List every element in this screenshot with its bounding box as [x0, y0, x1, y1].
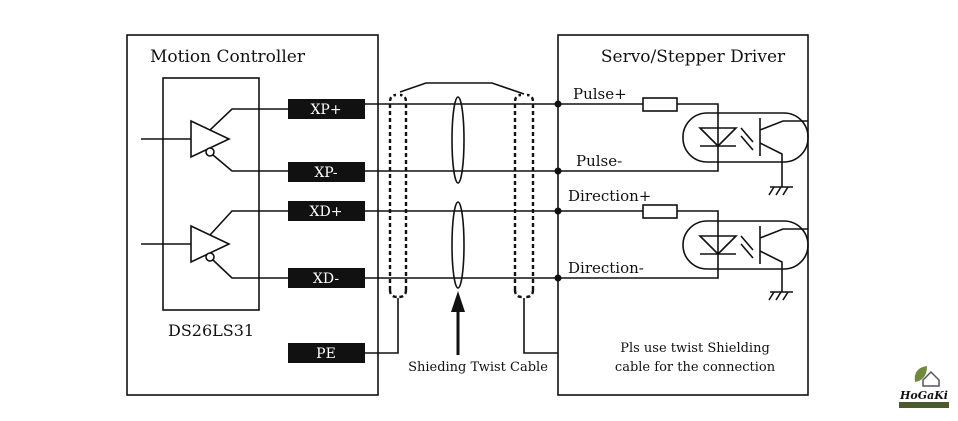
pin-xp-minus	[288, 162, 365, 182]
twist-marker-2	[451, 201, 465, 289]
pin-xd-plus	[288, 201, 365, 221]
pin-pe	[288, 343, 365, 363]
driver-box	[557, 34, 809, 396]
svg-text:XD+: XD+	[310, 204, 343, 220]
line-driver-1	[141, 108, 288, 172]
optocoupler-1	[558, 97, 809, 196]
svg-text:XP+: XP+	[310, 102, 341, 118]
line-driver-2	[141, 210, 288, 279]
motion-controller-box	[126, 34, 379, 396]
resistor-icon	[642, 204, 678, 219]
pin-xp-plus	[288, 99, 365, 119]
arrow-up-icon	[451, 291, 465, 312]
pe-drain-wire	[365, 298, 399, 354]
svg-text:XD-: XD-	[313, 271, 339, 287]
cable-label: Shieding Twist Cable	[408, 360, 548, 375]
driver-note-line2: cable for the connection	[615, 360, 776, 375]
svg-text:HoGaKi: HoGaKi	[899, 389, 948, 402]
signal-pulse-plus: Pulse+	[573, 85, 627, 103]
resistor-icon	[642, 97, 678, 112]
twist-marker-1	[451, 96, 465, 184]
shield-bridge	[399, 82, 525, 95]
cable-shield	[388, 93, 535, 299]
signal-wires	[365, 103, 558, 279]
controller-title: Motion Controller	[150, 47, 306, 67]
signal-direction-minus: Direction-	[568, 259, 644, 277]
pin-xd-minus	[288, 268, 365, 288]
chip-label: DS26LS31	[168, 321, 254, 340]
chip-box	[162, 77, 260, 311]
driver-title: Servo/Stepper Driver	[601, 47, 786, 67]
hogaki-logo: HoGaKi	[899, 366, 949, 408]
driver-drain-wire	[523, 298, 558, 354]
driver-note-line1: Pls use twist Shielding	[620, 341, 770, 356]
svg-text:PE: PE	[316, 346, 336, 362]
svg-text:XP-: XP-	[314, 165, 338, 181]
signal-pulse-minus: Pulse-	[576, 152, 622, 170]
signal-direction-plus: Direction+	[568, 187, 651, 205]
optocoupler-2	[558, 204, 809, 301]
